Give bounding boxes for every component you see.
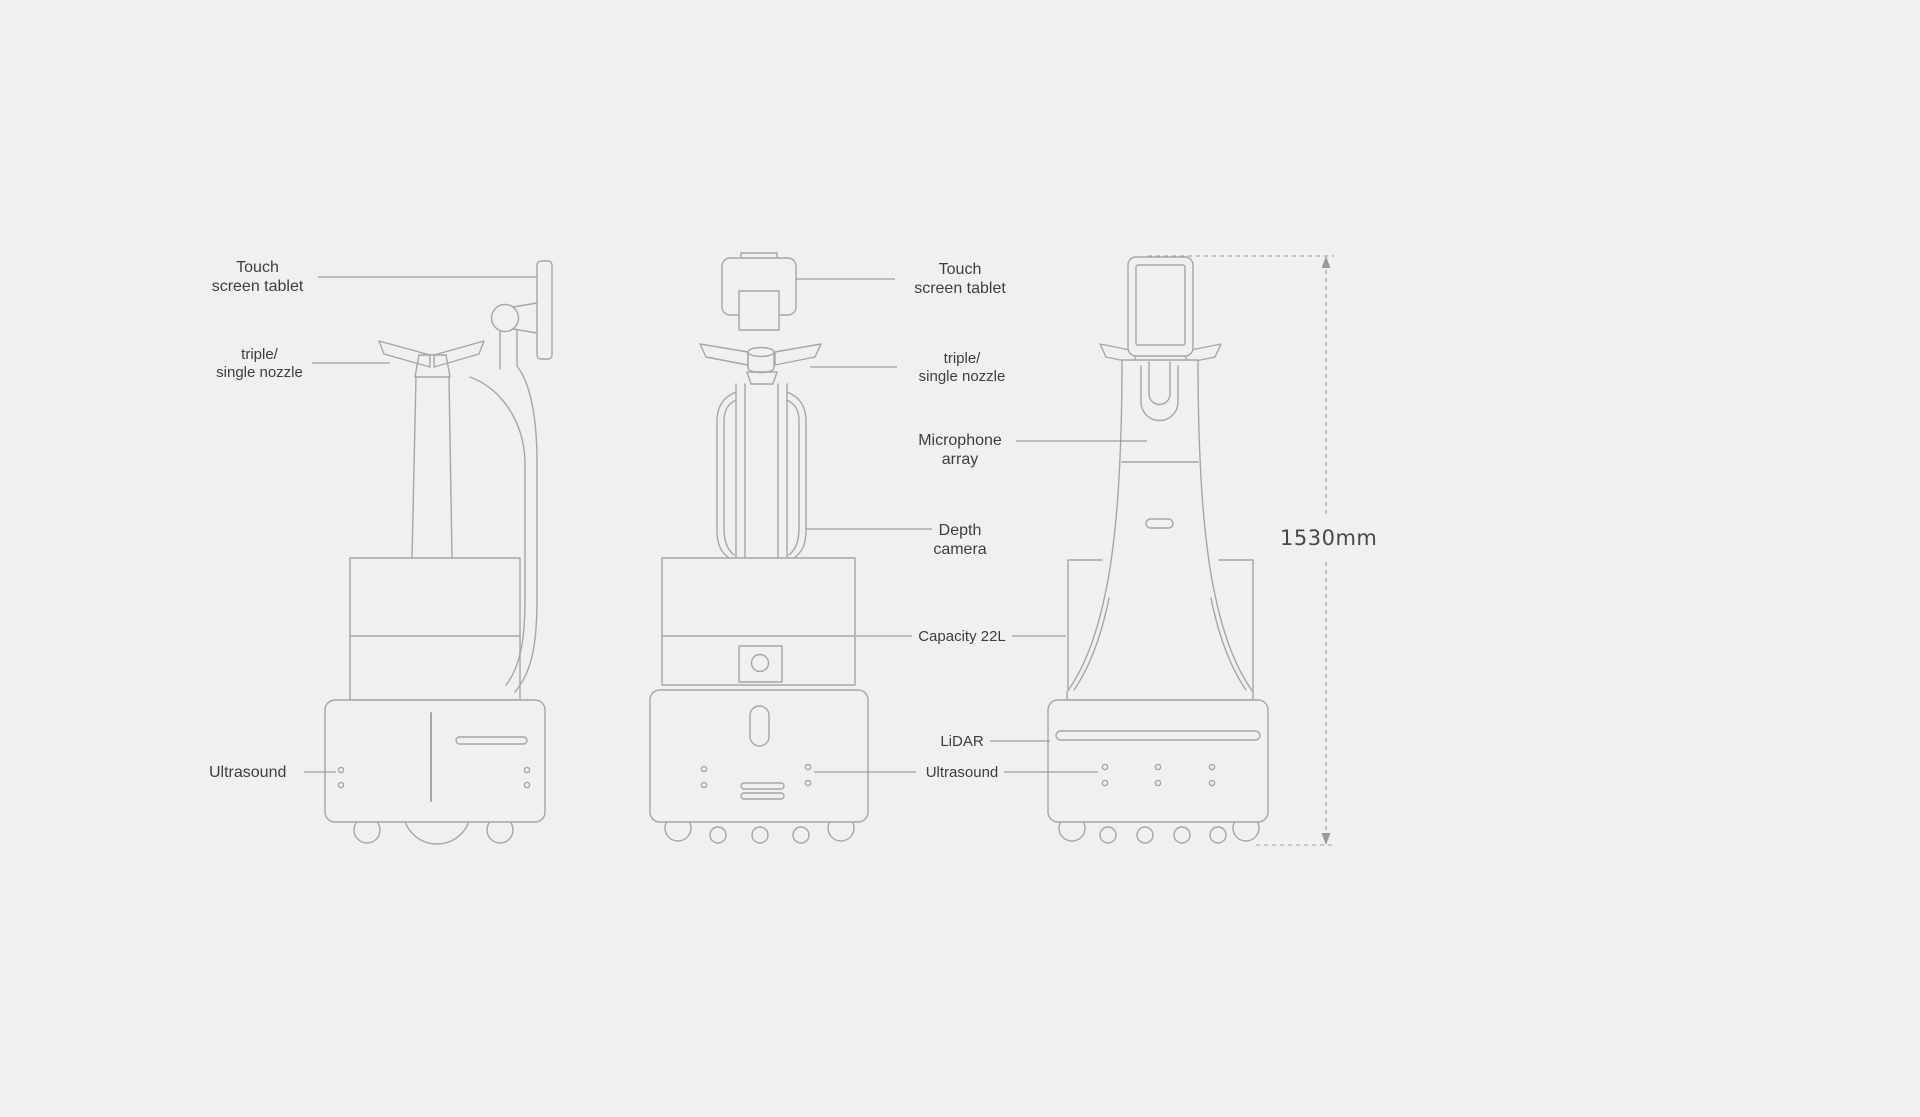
dimension-arrow-down [1321, 833, 1331, 845]
leader-lines [304, 276, 1147, 773]
tablet-back [1127, 256, 1194, 357]
ultrasound-sensors-back [1101, 763, 1216, 787]
robot-back-view-drawing [1047, 256, 1269, 844]
label-height-dimension: 1530mm [1280, 526, 1378, 550]
depth-camera-slot [1145, 518, 1174, 529]
label-microphone-array: Microphone array [918, 432, 1002, 469]
label-depth-camera: Depth camera [933, 522, 987, 559]
label-capacity: Capacity 22L [918, 628, 1006, 645]
ultrasound-sensors-side [337, 766, 531, 789]
label-nozzle-side: triple/ single nozzle [216, 346, 303, 381]
label-ultrasound-side: Ultrasound [209, 764, 287, 781]
tank-front [661, 557, 856, 686]
lidar-slot [1055, 730, 1261, 741]
tablet-front [721, 252, 797, 331]
nozzle-side [378, 340, 485, 378]
label-touch-screen-tablet-side: Touch screen tablet [211, 259, 304, 296]
label-nozzle-front: triple/ single nozzle [918, 350, 1006, 385]
dimension-arrow-up [1321, 256, 1331, 268]
robot-front-view-drawing [649, 252, 869, 844]
label-lidar: LiDAR [940, 733, 984, 750]
tablet-side [490, 260, 553, 370]
ultrasound-sensors-front [700, 763, 812, 789]
robot-side-view-drawing [324, 260, 553, 845]
label-touch-screen-tablet-front: Touch screen tablet [914, 261, 1006, 298]
label-ultrasound-front: Ultrasound [925, 764, 999, 781]
dimension-lines [1148, 255, 1334, 846]
